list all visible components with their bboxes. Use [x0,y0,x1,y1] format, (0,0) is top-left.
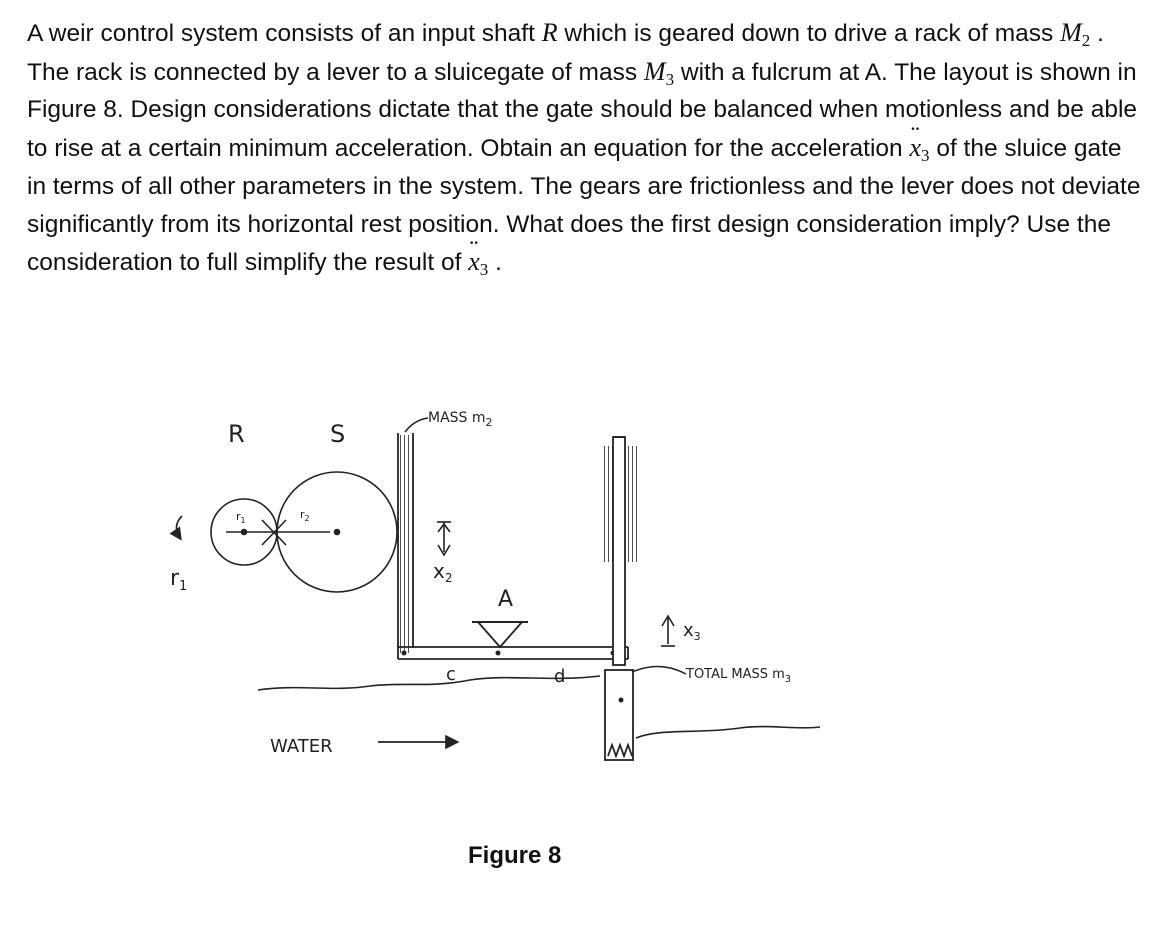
r1-small-label: r1 [236,510,246,525]
gear-pair [210,471,398,593]
rack-lever-assembly [397,433,629,660]
gate-mass-pointer [631,665,687,675]
problem-text-6: . [488,249,502,277]
r1-left-label: r1 [170,566,187,594]
x2-displacement-arrow [437,521,451,557]
water-surface-right [635,725,821,739]
gate-stem [612,436,626,666]
r2-small-label: r2 [300,508,310,523]
rack-mass-label: MASS m2 [428,410,493,429]
x2-label: x2 [433,559,452,585]
x3-displacement-arrow [661,614,675,647]
problem-text-3: . The rack is connected by a lever to a … [27,20,1104,86]
x3-ddot-symbol: x3 [909,117,929,164]
gate-pin [618,697,624,703]
gear-s-label: S [330,420,345,448]
lever-c-label: c [446,664,456,685]
rack-mass-pointer [404,417,429,433]
problem-text-1: A weir control system consists of an inp… [27,20,542,47]
m2-symbol: M2 [1060,18,1091,50]
lever-d-label: d [554,666,565,687]
problem-text-5: of the sluice gate in terms of all other… [27,135,1141,277]
x3-ddot-symbol-2: x3 [468,231,488,278]
water-surface-left [257,675,601,691]
water-label: WATER [270,736,333,757]
gear-r-label: R [228,420,245,448]
problem-text-4: with a fulcrum at A. The layout is shown… [27,58,1138,163]
problem-statement: A weir control system consists of an inp… [27,14,1147,282]
problem-text-2: which is geared down to drive a rack of … [557,20,1061,47]
gate-hatch-bottom [607,742,633,759]
lever-pin-left [401,650,407,656]
rack-teeth [400,435,412,653]
shaft-symbol: R [541,18,558,47]
x3-label: x3 [683,620,701,643]
fulcrum-triangle [476,621,524,649]
fulcrum-label: A [498,587,513,612]
lever-pin-mid [495,650,501,656]
problem-paragraph: A weir control system consists of an inp… [27,14,1147,282]
input-rotation-arrow [169,515,183,541]
figure-caption: Figure 8 [468,842,562,869]
gate-mass-label: TOTAL MASS m3 [685,667,791,685]
m3-symbol: M3 [643,56,675,89]
sluice-gate [601,436,639,761]
